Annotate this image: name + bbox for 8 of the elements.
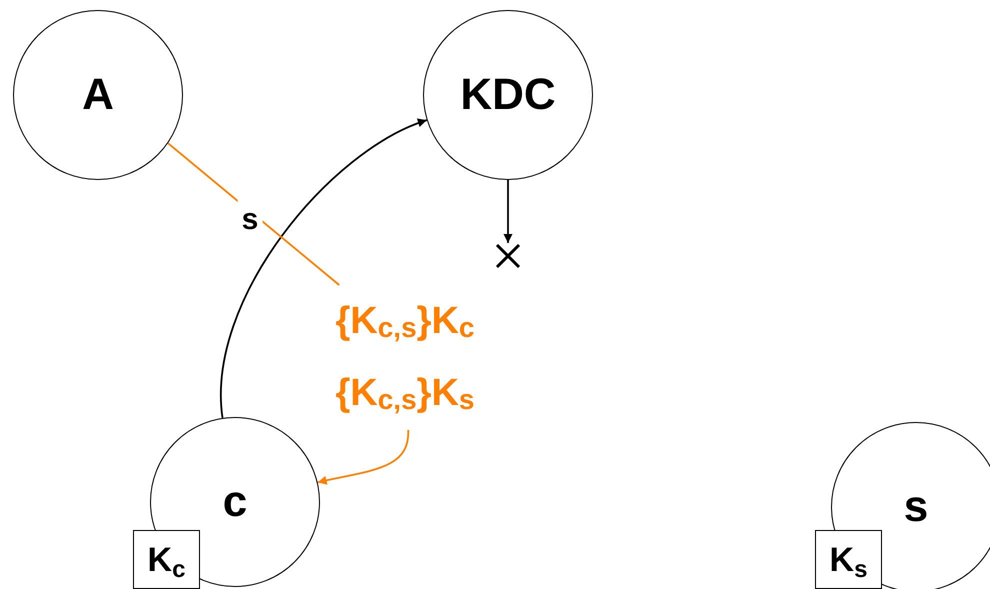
encrypted-key-text: {K$_{c,s}$}K$_{s}$ — [336, 371, 474, 417]
arrow — [318, 430, 410, 485]
key-box: K$_{s}$ — [815, 530, 882, 589]
cross-mark — [495, 243, 521, 269]
arrow — [220, 119, 428, 418]
encrypted-key-text: {K$_{c,s}$}K$_{c}$ — [336, 299, 474, 345]
key-box: K$_{c}$ — [133, 530, 200, 589]
arrow — [504, 180, 512, 243]
